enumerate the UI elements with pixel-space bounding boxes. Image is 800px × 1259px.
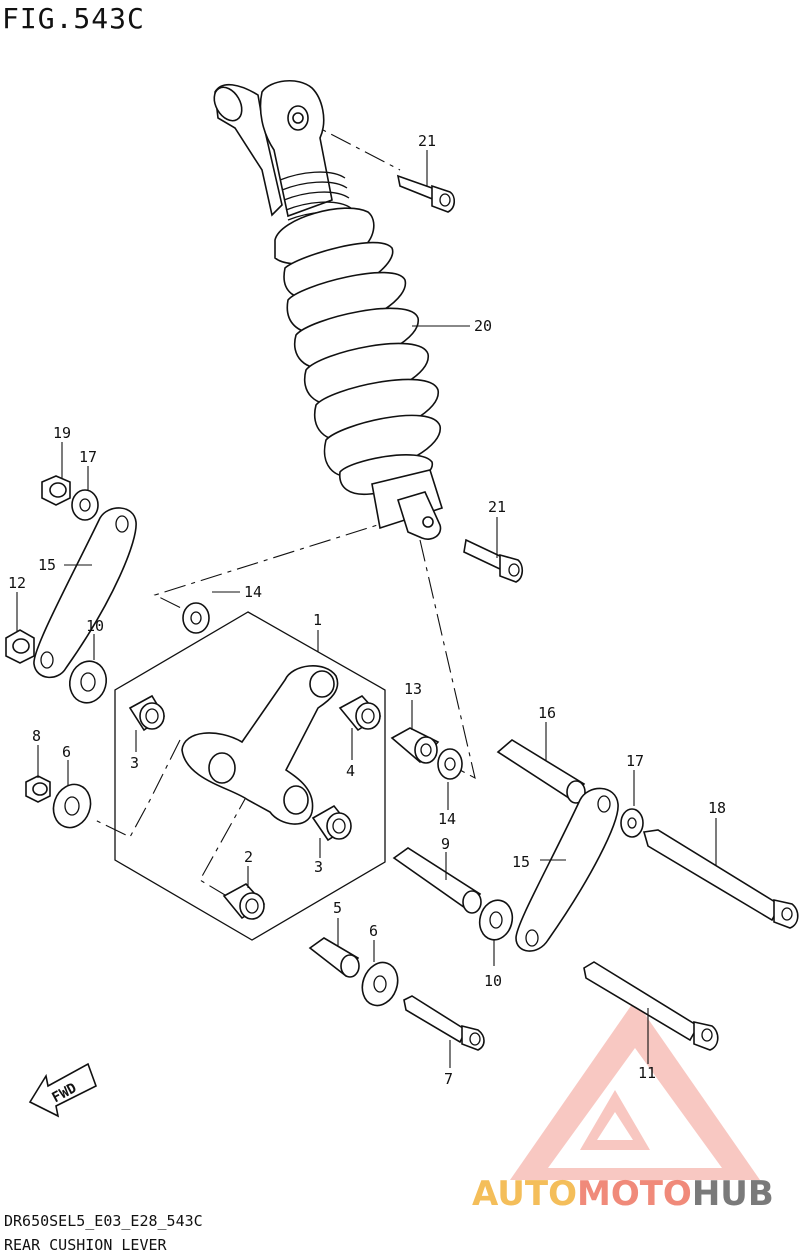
watermark-text: AUTOMOTOHUB	[472, 1174, 774, 1214]
figure-title: FIG.543C	[2, 2, 145, 35]
diagram-name: REAR CUSHION LEVER	[4, 1236, 167, 1254]
cushion-lever-1[interactable]	[181, 665, 339, 825]
nut-8[interactable]	[25, 775, 51, 803]
bolt-11[interactable]	[583, 961, 719, 1051]
spacer-5[interactable]	[308, 937, 360, 978]
bolt-18[interactable]	[642, 829, 799, 929]
callout-4: 4	[346, 762, 355, 780]
bearing-3-upper[interactable]	[128, 694, 166, 732]
callout-18: 18	[708, 799, 726, 817]
callout-labels: 21 20 21 19 17 15 12 10 14 1 13 16 8 6 3…	[8, 132, 726, 1088]
callout-17-upper: 17	[79, 448, 97, 466]
callout-12: 12	[8, 574, 26, 592]
bolt-21-lower[interactable]	[463, 538, 524, 583]
washer-14-lower[interactable]	[437, 748, 463, 780]
callout-15-left: 15	[38, 556, 56, 574]
callout-13: 13	[404, 680, 422, 698]
callout-14-upper: 14	[244, 583, 262, 601]
nut-12[interactable]	[5, 629, 35, 664]
callout-17-right: 17	[626, 752, 644, 770]
diagram-code: DR650SEL5_E03_E28_543C	[4, 1212, 203, 1230]
callout-6-left: 6	[62, 743, 71, 761]
washer-10-left[interactable]	[65, 657, 111, 707]
callout-16: 16	[538, 704, 556, 722]
washer-6-left[interactable]	[48, 779, 97, 833]
forward-direction-arrow: FWD	[28, 1062, 97, 1118]
callout-1: 1	[313, 611, 322, 629]
sleeve-16[interactable]	[496, 739, 586, 804]
watermark-logo	[510, 1000, 760, 1180]
callout-6-right: 6	[369, 922, 378, 940]
washer-10-right[interactable]	[475, 897, 516, 944]
callout-9: 9	[441, 835, 450, 853]
rear-shock-absorber[interactable]	[209, 80, 444, 540]
callout-5: 5	[333, 899, 342, 917]
callout-11: 11	[638, 1064, 656, 1082]
callout-10-right: 10	[484, 972, 502, 990]
callout-14-lower: 14	[438, 810, 456, 828]
washer-17-right[interactable]	[620, 808, 644, 838]
nut-19[interactable]	[41, 475, 71, 506]
callout-3-upper: 3	[130, 754, 139, 772]
bearing-3-lower[interactable]	[311, 804, 352, 842]
washer-14-upper[interactable]	[182, 602, 210, 634]
cushion-rod-15-left[interactable]	[33, 507, 137, 679]
bearing-2[interactable]	[222, 882, 266, 920]
callout-10-left: 10	[86, 617, 104, 635]
assembly-lines	[94, 117, 476, 896]
callout-20: 20	[474, 317, 492, 335]
callout-2: 2	[244, 848, 253, 866]
washer-6-right[interactable]	[357, 958, 404, 1011]
callout-8: 8	[32, 727, 41, 745]
sleeve-9[interactable]	[392, 847, 482, 914]
spacer-13[interactable]	[390, 727, 440, 764]
bolt-7[interactable]	[403, 995, 485, 1051]
callout-19: 19	[53, 424, 71, 442]
callout-15-right: 15	[512, 853, 530, 871]
callout-7: 7	[444, 1070, 453, 1088]
bearing-4[interactable]	[338, 694, 382, 732]
cushion-rod-15-right[interactable]	[515, 787, 619, 952]
bolt-21-upper[interactable]	[396, 174, 456, 213]
washer-17-upper[interactable]	[71, 489, 99, 521]
callout-21-upper: 21	[418, 132, 436, 150]
lever-assembly-outline	[114, 611, 386, 941]
callout-3-lower: 3	[314, 858, 323, 876]
callout-21-lower: 21	[488, 498, 506, 516]
